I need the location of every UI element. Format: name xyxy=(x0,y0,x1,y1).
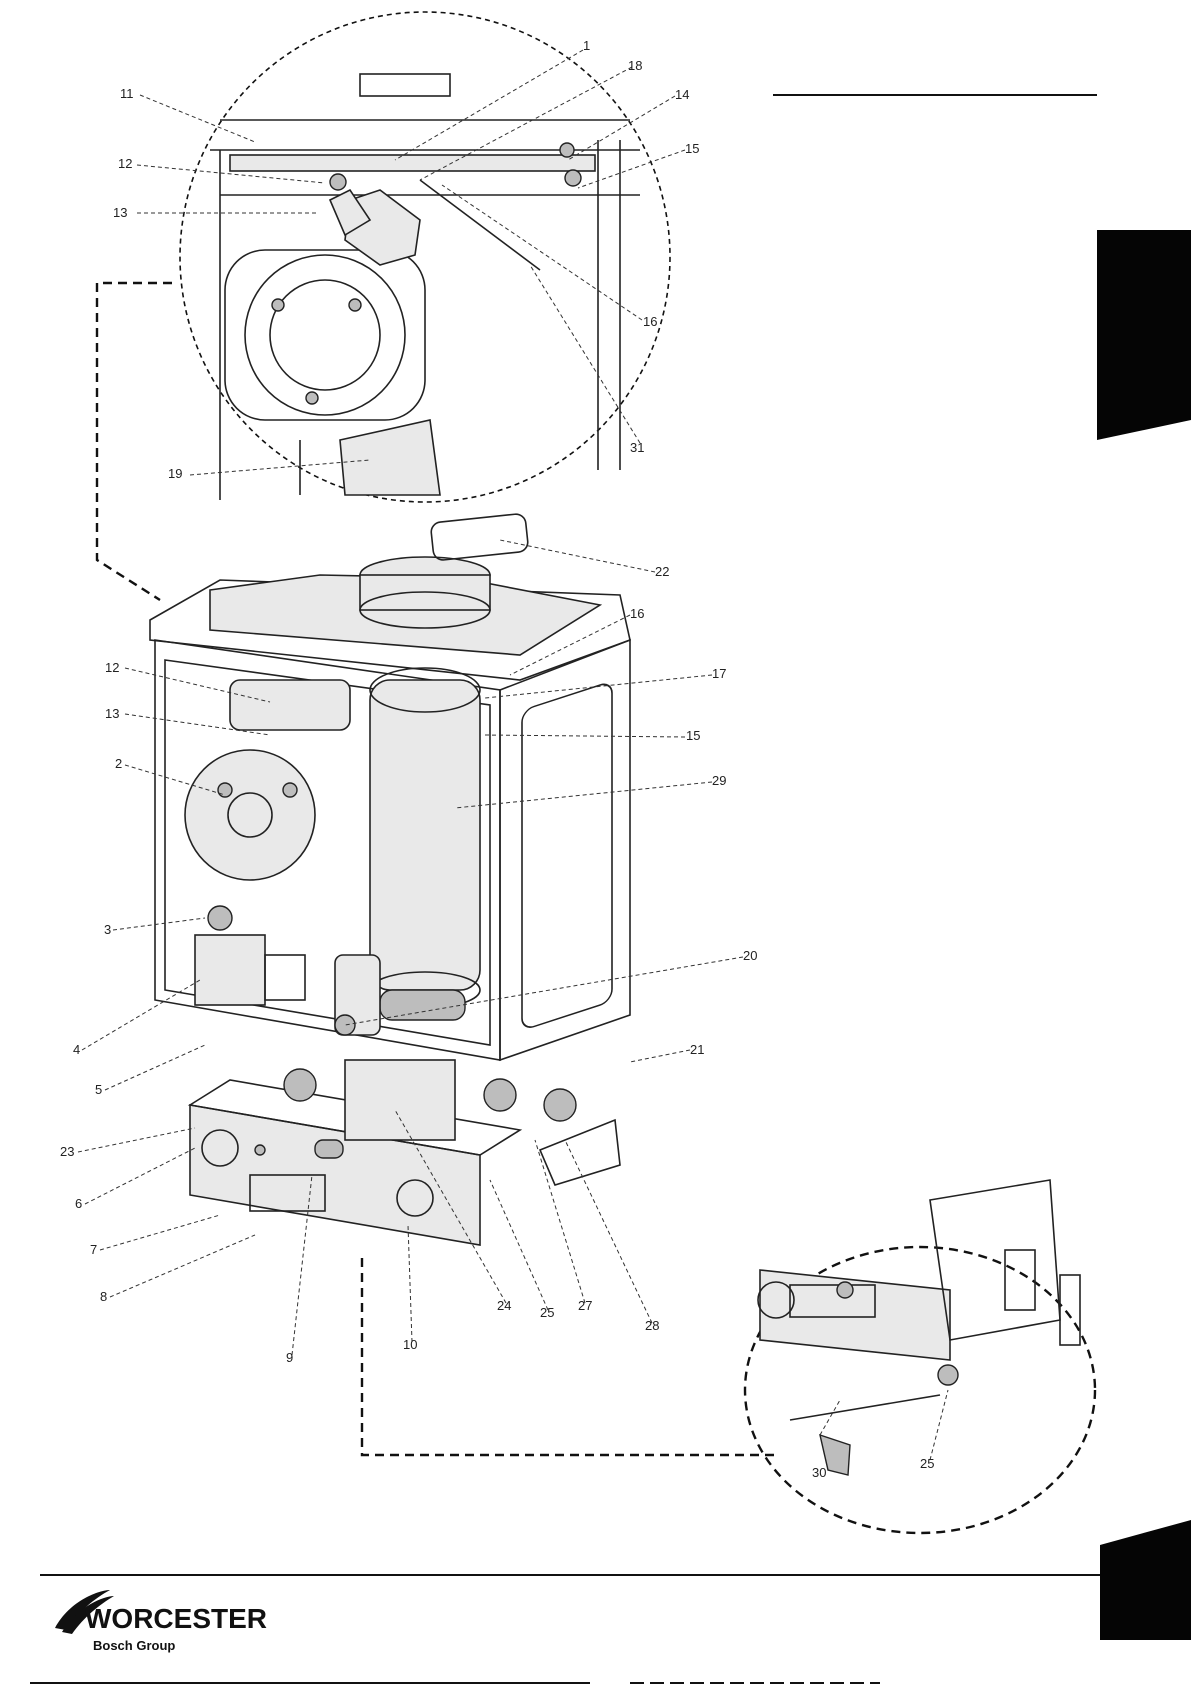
detail-connector-top xyxy=(97,283,172,600)
callout-13-main: 13 xyxy=(105,706,119,721)
section-tab xyxy=(1097,230,1191,440)
callout-8: 8 xyxy=(100,1289,107,1304)
callout-13-top: 13 xyxy=(113,205,127,220)
brand-group: Bosch Group xyxy=(93,1638,175,1653)
callout-19: 19 xyxy=(168,466,182,481)
callouts: 1 18 11 14 15 12 13 16 31 19 22 16 12 17… xyxy=(60,38,934,1480)
callout-16-main: 16 xyxy=(630,606,644,621)
callout-5: 5 xyxy=(95,1082,102,1097)
callout-leaders xyxy=(78,50,948,1460)
callout-11: 11 xyxy=(120,86,134,101)
callout-30: 30 xyxy=(812,1465,826,1480)
callout-7: 7 xyxy=(90,1242,97,1257)
callout-29: 29 xyxy=(712,773,726,788)
callout-21: 21 xyxy=(690,1042,704,1057)
callout-17: 17 xyxy=(712,666,726,681)
callout-4: 4 xyxy=(73,1042,80,1057)
callout-12-main: 12 xyxy=(105,660,119,675)
bottom-detail-view xyxy=(745,1180,1095,1533)
callout-25-main: 25 xyxy=(540,1305,554,1320)
callout-14: 14 xyxy=(675,87,689,102)
callout-15-main: 15 xyxy=(686,728,700,743)
callout-22: 22 xyxy=(655,564,669,579)
callout-6: 6 xyxy=(75,1196,82,1211)
callout-15-top: 15 xyxy=(685,141,699,156)
detail-connector-bottom xyxy=(362,1258,777,1455)
callout-2: 2 xyxy=(115,756,122,771)
callout-1: 1 xyxy=(583,38,590,53)
callout-20: 20 xyxy=(743,948,757,963)
callout-12-top: 12 xyxy=(118,156,132,171)
callout-27: 27 xyxy=(578,1298,592,1313)
page-tab xyxy=(1100,1520,1191,1640)
loose-plate xyxy=(430,513,528,561)
callout-25-detail: 25 xyxy=(920,1456,934,1471)
callout-23: 23 xyxy=(60,1144,74,1159)
callout-18: 18 xyxy=(628,58,642,73)
callout-3: 3 xyxy=(104,922,111,937)
brand-name: WORCESTER xyxy=(85,1603,267,1634)
top-detail-view xyxy=(180,12,670,502)
callout-24: 24 xyxy=(497,1298,511,1313)
callout-31: 31 xyxy=(630,440,644,455)
callout-28: 28 xyxy=(645,1318,659,1333)
worcester-logo: WORCESTER Bosch Group xyxy=(55,1590,267,1653)
callout-10: 10 xyxy=(403,1337,417,1352)
callout-16-top: 16 xyxy=(643,314,657,329)
callout-9: 9 xyxy=(286,1350,293,1365)
boiler-body xyxy=(150,557,630,1245)
